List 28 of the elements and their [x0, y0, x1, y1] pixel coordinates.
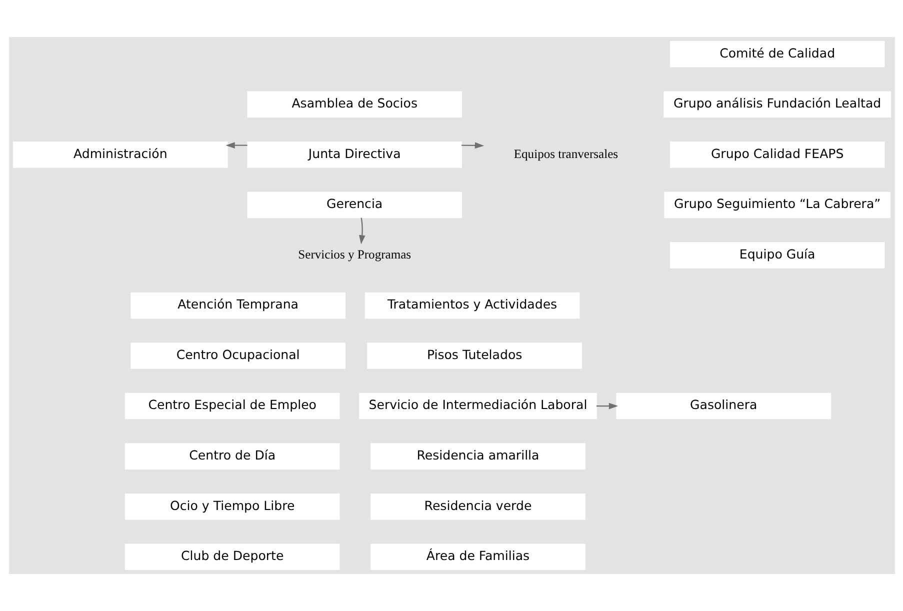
node-box: Grupo análisis Fundación Lealtad — [663, 91, 890, 118]
node-box: Club de Deporte — [124, 544, 340, 570]
node-box: Grupo Calidad FEAPS — [669, 142, 884, 168]
node-box: Centro Ocupacional — [130, 342, 345, 369]
arrow — [596, 402, 618, 410]
node-box: Residencia verde — [370, 493, 585, 520]
node-box: Gerencia — [246, 192, 462, 218]
node-box: Centro de Día — [124, 443, 340, 470]
node-box: Junta Directiva — [246, 142, 462, 168]
node-box: Asamblea de Socios — [246, 91, 462, 118]
node-box: Grupo Seguimiento “La Cabrera” — [664, 192, 890, 218]
node-text: Equipos tranversales — [513, 146, 618, 161]
node-text: Servicios y Programas — [298, 247, 411, 262]
node-box: Comité de Calidad — [669, 41, 884, 68]
arrow — [461, 142, 484, 149]
node-box: Centro Especial de Empleo — [124, 392, 340, 420]
node-box: Servicio de Intermediación Laboral — [358, 392, 596, 420]
node-box: Área de Familias — [370, 544, 585, 570]
arrow — [358, 218, 365, 244]
arrow — [225, 142, 247, 148]
node-box: Residencia amarilla — [370, 443, 585, 470]
node-box: Equipo Guía — [669, 242, 884, 268]
node-box: Pisos Tutelados — [366, 342, 582, 369]
node-box: Ocio y Tiempo Libre — [124, 493, 340, 520]
node-box: Gasolinera — [616, 392, 831, 420]
node-box: Atención Temprana — [130, 292, 345, 319]
node-box: Tratamientos y Actividades — [364, 292, 580, 319]
node-box: Administración — [12, 142, 228, 168]
